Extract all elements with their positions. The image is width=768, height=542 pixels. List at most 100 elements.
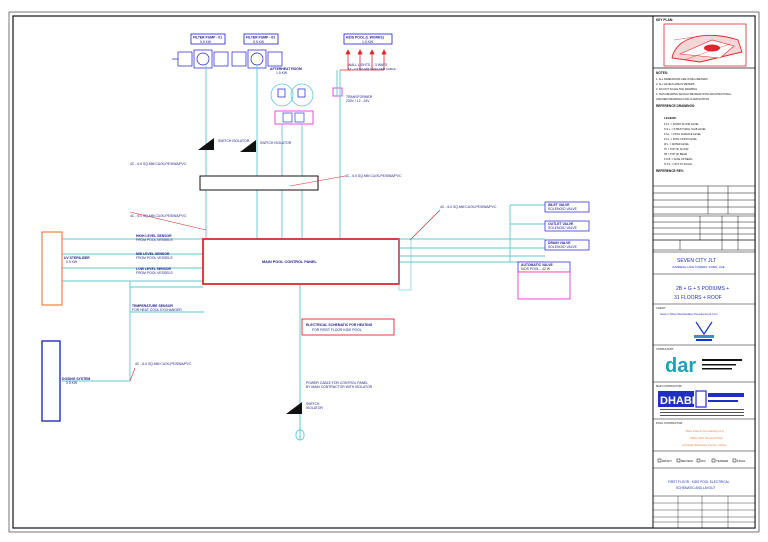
drawing-title-2: SCHEMATIC AND LAYOUT xyxy=(676,486,715,490)
building-desc: 2B + G + 5 PODIUMS + xyxy=(676,286,729,292)
filter-pump-1: FILTER PUMP - 01 5.5 KW xyxy=(172,33,229,69)
consultant-label: CONSULTANT: xyxy=(656,347,674,351)
heating-note-box xyxy=(301,318,395,336)
valve2: OUTLET VALVE xyxy=(548,222,574,226)
consultant-arabic xyxy=(702,359,742,370)
heating-note-2: FOR FIRST FLOOR KIDS POOL xyxy=(312,328,362,332)
sensor1: HIGH LEVEL SENSOR xyxy=(136,234,172,238)
mc-logo-box xyxy=(658,391,694,407)
pump2-power: 5.5 KW xyxy=(253,40,265,44)
cable-note-4: 4C - 6.0 SQ.MM CU/XLPE/SWA/PVC xyxy=(440,205,497,209)
main-control-panel[interactable] xyxy=(202,238,400,285)
pool-contractor-label: POOL CONTRACTOR: xyxy=(656,421,683,425)
isolator3-label: SWITCH xyxy=(306,402,320,406)
blower-sub: 1.5 KW xyxy=(276,71,288,75)
status-row: DRAFT REVIEW IFC TENDER FINAL xyxy=(657,458,746,463)
air-blower: AFTERHEAT ROOM 1.5 KW xyxy=(270,67,314,125)
cable-note-2: 4C - 6.0 SQ.MM CU/XLPE/SWA/PVC xyxy=(345,174,402,178)
sensor2-sub: FROM POOL VESSELS xyxy=(136,256,173,260)
isolator-2: SWITCH ISOLATOR xyxy=(240,140,292,152)
transformer-label: TRANSFORMER xyxy=(346,95,373,99)
pump1-power: 5.5 KW xyxy=(200,40,212,44)
status-tender: TENDER xyxy=(716,459,729,463)
heat-sensor: TEMPERATURE SENSOR xyxy=(132,304,173,308)
heat-sensor-sub: FOR HEAT COOL EXCHANGER xyxy=(132,308,182,312)
status-review: REVIEW xyxy=(681,459,693,463)
legend-title: LEGEND: xyxy=(664,116,677,120)
dosing-system: DOSING SYSTEM 0.5 KW xyxy=(41,340,90,422)
status-draft: DRAFT xyxy=(662,459,672,463)
client-name: Seven Tides Real Estate Development LLC xyxy=(660,312,719,316)
legend-3: F.S.L. = POOL SURFACE LEVEL xyxy=(664,133,702,136)
main-contractor-label: MAIN CONTRACTOR: xyxy=(656,384,682,388)
title-block: KEY PLAN: NOTES: 1. ALL DIMENSIONS ARE I… xyxy=(652,15,756,529)
valve3: DRAIN VALVE xyxy=(548,241,571,245)
pool-contractor-3: Al Fattan Business Centre, Dubai xyxy=(682,443,727,447)
note-1: 1. ALL DIMENSIONS ARE IN MILLIMETERS xyxy=(656,77,708,81)
legend-4: F.F.L. = POOL FINISH LEVEL xyxy=(664,138,698,141)
cable-trunk xyxy=(199,175,319,191)
sensor1-sub: FROM POOL VESSELS xyxy=(136,238,173,242)
client-label: CLIENT: xyxy=(656,306,666,310)
revision-table xyxy=(652,185,756,251)
legend-6: TF = TOP OF FLOOR xyxy=(664,148,689,151)
uv-label: UV STERILISER xyxy=(64,256,90,260)
pump1-label: FILTER PUMP - 01 xyxy=(193,36,222,40)
kids-pool-lights: KIDS POOL (L WORKS) 1.5 KW WALL LIGHTS .… xyxy=(340,33,396,71)
legend-9: N.T.S. = NOT TO SCALE xyxy=(664,163,692,166)
auto-valve: AUTOMATIC VALVE xyxy=(521,263,554,267)
project-name: SEVEN CITY JLT xyxy=(677,258,716,264)
valves: INLET VALVE SOLENOID VALVE OUTLET VALVE … xyxy=(517,201,590,300)
sensor3: LOW LEVEL SENSOR xyxy=(136,267,172,271)
drawing-title: FIRST FLOOR - KIDS POOL ELECTRICAL xyxy=(668,480,730,484)
drawing-info-grid xyxy=(653,496,755,528)
isolator-1: SWITCH ISOLATOR xyxy=(198,138,250,150)
isolator-3: SWITCH ISOLATOR xyxy=(286,402,323,414)
transformer: TRANSFORMER 230V / 12 - 24V xyxy=(332,87,373,103)
sensor3-sub: FROM POOL VESSELS xyxy=(136,271,173,275)
control-panel-label: MAIN POOL CONTROL PANEL xyxy=(262,260,318,264)
uv-sub: 0.5 KW xyxy=(66,260,78,264)
mc-arabic xyxy=(708,393,744,402)
note-4: 4. THIS DRAWING SHOULD BE READ WITH ARCH… xyxy=(656,92,732,96)
reference-title: REFERENCE DRAWINGS: xyxy=(656,104,695,108)
note-5: AND MEP DRAWINGS FOR CLARIFICATION xyxy=(656,97,709,101)
kids-pool-sub: 1.5 KW xyxy=(362,40,374,44)
mc-logo: DHABI xyxy=(660,395,695,407)
legend-5: W.L. = WATER LEVEL xyxy=(664,143,690,146)
pool-contractor: Blue Pool & Contracting LLC xyxy=(686,429,725,433)
cable-note-1: 4C - 6.0 SQ.MM CU/XLPE/SWA/PVC xyxy=(130,162,187,166)
status-final: FINAL xyxy=(737,459,746,463)
blower-label: AFTERHEAT ROOM xyxy=(270,67,302,71)
power-cable-note: POWER CABLE FOR CONTROL PANEL xyxy=(306,381,368,385)
isolator1-label: SWITCH ISOLATOR xyxy=(218,139,250,143)
valve1-sub: SOLENOID VALVE xyxy=(548,207,578,211)
heating-note: ELECTRICAL SCHEMATIC FOR HEATING xyxy=(306,323,373,327)
legend-1: F.F.L. = FINISH FLOOR LEVEL xyxy=(664,123,699,126)
sensor2: MID LEVEL SENSOR xyxy=(136,252,170,256)
cable-note-5: 4C - 6.0 SQ.MM CU/XLPE/SWA/PVC xyxy=(135,362,192,366)
legend-8: F.O.B. = FACE OF BEAM xyxy=(664,158,692,161)
power-cable-note-2: BY MAIN CONTRACTOR WITH ISOLATOR xyxy=(306,385,373,389)
legend-7: TB = TOP OF BEAM xyxy=(664,153,687,156)
transformer-sub: 230V / 12 - 24V xyxy=(346,99,370,103)
pool-contractor-2: Office 306, Second Floor xyxy=(690,436,723,440)
valve1: INLET VALVE xyxy=(548,203,570,207)
note-2: 2. ALL LEVELS ARE IN METERS xyxy=(656,82,695,86)
client-logo xyxy=(694,321,714,341)
status-ifc: IFC xyxy=(701,459,707,463)
auto-valve-sub: KIDS POOL - 42 W xyxy=(521,267,551,271)
building-desc-2: 31 FLOORS + ROOF xyxy=(674,295,722,301)
schematic: FILTER PUMP - 01 5.5 KW FILTER PUMP - 02… xyxy=(41,33,590,441)
note-3: 3. DO NOT SCALE THE DRAWING xyxy=(656,87,697,91)
isolator2-label: SWITCH ISOLATOR xyxy=(260,141,292,145)
wall-note-2: 12 - 2.5 SQ.MM SHIELDED CABLE xyxy=(348,67,396,71)
valve3-sub: SOLENOID VALVE xyxy=(548,245,578,249)
project-location: JUMEIRAH LAKE TOWERS, DUBAI, UAE xyxy=(672,265,725,269)
key-plan-label: KEY PLAN: xyxy=(656,18,673,22)
consultant-logo: dar xyxy=(665,355,696,377)
key-plan xyxy=(663,23,747,67)
kids-pool-label: KIDS POOL (L WORKS) xyxy=(346,36,384,40)
uv-steriliser: UV STERILISER 0.5 KW xyxy=(41,231,90,306)
